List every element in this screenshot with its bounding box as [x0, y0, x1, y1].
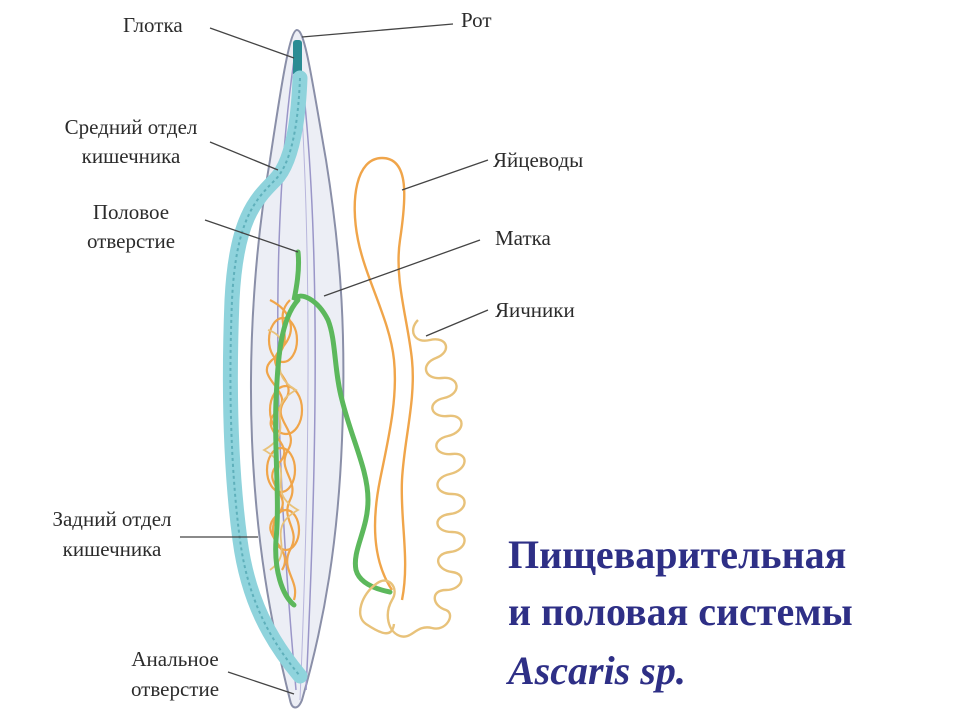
oviduct [353, 156, 414, 601]
label-anal-line2: отверстие [131, 677, 219, 701]
leader-mouth [301, 23, 454, 38]
label-genital-line1: Половое [93, 200, 169, 224]
title-line1: Пищеварительная [508, 532, 846, 577]
ovary [359, 319, 466, 638]
label-pharynx: Глотка [123, 13, 183, 37]
label-uterus: Матка [495, 226, 552, 250]
leader-oviducts [401, 159, 489, 191]
leader-pharynx [209, 27, 295, 59]
uterus [273, 249, 393, 608]
leader-genital [204, 219, 299, 253]
leader-ovaries [425, 309, 489, 337]
intestine-edge [229, 77, 301, 677]
label-ovaries: Яичники [495, 298, 575, 322]
label-hindgut-line1: Задний отдел [52, 507, 171, 531]
label-midgut-line2: кишечника [82, 144, 181, 168]
leader-anal [227, 671, 295, 695]
pharynx [293, 40, 302, 76]
label-mouth: Рот [461, 8, 492, 32]
label-hindgut-line2: кишечника [63, 537, 162, 561]
label-genital-line2: отверстие [87, 229, 175, 253]
title-line2: и половая системы [508, 589, 853, 634]
title-line3: Ascaris sp. [505, 648, 686, 693]
body-inner-line [299, 59, 316, 691]
label-oviducts: Яйцеводы [493, 148, 583, 172]
label-midgut-line1: Средний отдел [65, 115, 198, 139]
leader-uterus [323, 239, 481, 297]
label-anal-line1: Анальное [131, 647, 218, 671]
leader-midgut [209, 141, 279, 171]
